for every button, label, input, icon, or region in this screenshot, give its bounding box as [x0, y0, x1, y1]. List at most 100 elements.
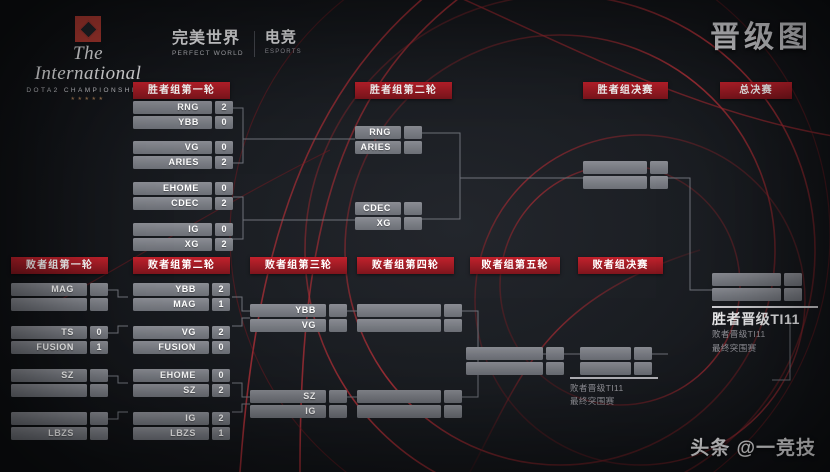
match-slot-top[interactable]: RNG — [355, 126, 422, 139]
match-wb-r2-1[interactable]: RNG ARIES — [355, 126, 422, 156]
match-slot-bottom[interactable] — [466, 362, 564, 375]
team-score — [444, 390, 462, 403]
team-score — [650, 176, 668, 189]
match-slot-top[interactable]: RNG 2 — [133, 101, 233, 114]
team-score: 2 — [215, 101, 233, 114]
match-slot-bottom[interactable] — [11, 298, 108, 311]
match-slot-top[interactable]: SZ — [11, 369, 108, 382]
team-name: FUSION — [11, 341, 87, 354]
team-score — [546, 362, 564, 375]
match-slot-top[interactable] — [466, 347, 564, 360]
match-winners-final[interactable] — [583, 161, 668, 191]
match-slot-top[interactable]: IG 0 — [133, 223, 233, 236]
match-wb-r1-2[interactable]: VG 0 ARIES 2 — [133, 141, 233, 171]
match-lb-r3-1[interactable]: YBB VG — [250, 304, 347, 334]
match-slot-top[interactable]: TS 0 — [11, 326, 108, 339]
team-score: 0 — [215, 141, 233, 154]
match-slot-top[interactable] — [580, 347, 652, 360]
team-name: RNG — [355, 126, 401, 139]
match-slot-bottom[interactable]: FUSION 0 — [133, 341, 230, 354]
match-slot-bottom[interactable]: LBZS 1 — [133, 427, 230, 440]
team-name: XG — [133, 238, 212, 251]
match-slot-bottom[interactable]: MAG 1 — [133, 298, 230, 311]
match-slot-top[interactable] — [712, 273, 802, 286]
match-lb-r1-4[interactable]: LBZS — [11, 412, 108, 442]
match-slot-top[interactable] — [357, 390, 462, 403]
team-name: CDEC — [133, 197, 212, 210]
match-lb-r4-2[interactable] — [357, 390, 462, 420]
match-slot-top[interactable]: EHOME 0 — [133, 369, 230, 382]
match-slot-bottom[interactable]: SZ 2 — [133, 384, 230, 397]
team-name: EHOME — [133, 182, 212, 195]
match-slot-bottom[interactable]: IG — [250, 405, 347, 418]
match-wb-r1-4[interactable]: IG 0 XG 2 — [133, 223, 233, 253]
caption-rule — [570, 377, 658, 379]
match-lb-r2-4[interactable]: IG 2 LBZS 1 — [133, 412, 230, 442]
match-grand-final[interactable] — [712, 273, 802, 303]
match-slot-top[interactable]: VG 0 — [133, 141, 233, 154]
match-slot-bottom[interactable]: ARIES 2 — [133, 156, 233, 169]
match-lb-r2-2[interactable]: VG 2 FUSION 0 — [133, 326, 230, 356]
match-slot-top[interactable]: YBB 2 — [133, 283, 230, 296]
champion-outcome-caption: 胜者晋级TI11 败者晋级TI11 最终突围赛 — [712, 306, 818, 354]
team-name: ARIES — [355, 141, 401, 154]
match-slot-bottom[interactable] — [580, 362, 652, 375]
match-lb-r5[interactable] — [580, 347, 652, 377]
match-slot-top[interactable]: YBB — [250, 304, 347, 317]
header-losers-round-1: 败者组第一轮 — [11, 257, 108, 274]
match-slot-bottom[interactable]: LBZS — [11, 427, 108, 440]
match-wb-r1-3[interactable]: EHOME 0 CDEC 2 — [133, 182, 233, 212]
match-wb-r1-1[interactable]: RNG 2 YBB 0 — [133, 101, 233, 131]
team-score — [404, 126, 422, 139]
runner-up-advance-line1: 败者晋级TI11 — [712, 329, 766, 340]
team-name — [712, 273, 781, 286]
match-slot-bottom[interactable]: YBB 0 — [133, 116, 233, 129]
perfect-world-cn: 完美世界 — [172, 30, 241, 47]
match-slot-top[interactable]: VG 2 — [133, 326, 230, 339]
team-name: IG — [133, 223, 212, 236]
team-score — [90, 427, 108, 440]
match-slot-bottom[interactable] — [712, 288, 802, 301]
match-slot-top[interactable] — [583, 161, 668, 174]
match-losers-final[interactable] — [466, 347, 564, 377]
match-slot-bottom[interactable]: ARIES — [355, 141, 422, 154]
team-name — [11, 384, 87, 397]
match-wb-r2-2[interactable]: CDEC XG — [355, 202, 422, 232]
match-lb-r3-2[interactable]: SZ IG — [250, 390, 347, 420]
match-slot-bottom[interactable] — [357, 319, 462, 332]
match-slot-bottom[interactable]: CDEC 2 — [133, 197, 233, 210]
match-lb-r4-1[interactable] — [357, 304, 462, 334]
match-slot-top[interactable]: CDEC — [355, 202, 422, 215]
team-score — [444, 319, 462, 332]
match-lb-r2-3[interactable]: EHOME 0 SZ 2 — [133, 369, 230, 399]
perfect-world-logo: 完美世界 PERFECT WORLD 电竞 ESPORTS — [172, 29, 302, 57]
match-lb-r1-3[interactable]: SZ — [11, 369, 108, 399]
team-score — [90, 369, 108, 382]
match-lb-r2-1[interactable]: YBB 2 MAG 1 — [133, 283, 230, 313]
team-name — [11, 412, 87, 425]
match-slot-top[interactable]: MAG — [11, 283, 108, 296]
team-name: IG — [250, 405, 326, 418]
team-score: 2 — [215, 238, 233, 251]
match-slot-bottom[interactable] — [583, 176, 668, 189]
team-name: EHOME — [133, 369, 209, 382]
match-slot-top[interactable]: EHOME 0 — [133, 182, 233, 195]
team-name — [580, 347, 631, 360]
team-name — [466, 362, 543, 375]
team-score — [650, 161, 668, 174]
match-slot-bottom[interactable] — [11, 384, 108, 397]
team-score — [634, 362, 652, 375]
match-slot-bottom[interactable] — [357, 405, 462, 418]
match-slot-bottom[interactable]: XG 2 — [133, 238, 233, 251]
match-slot-top[interactable]: IG 2 — [133, 412, 230, 425]
match-slot-bottom[interactable]: VG — [250, 319, 347, 332]
match-slot-bottom[interactable]: XG — [355, 217, 422, 230]
match-slot-top[interactable] — [357, 304, 462, 317]
match-slot-top[interactable]: SZ — [250, 390, 347, 403]
match-slot-bottom[interactable]: FUSION 1 — [11, 341, 108, 354]
match-lb-r1-1[interactable]: MAG — [11, 283, 108, 313]
match-lb-r1-2[interactable]: TS 0 FUSION 1 — [11, 326, 108, 356]
team-name: VG — [250, 319, 326, 332]
team-score — [329, 304, 347, 317]
match-slot-top[interactable] — [11, 412, 108, 425]
